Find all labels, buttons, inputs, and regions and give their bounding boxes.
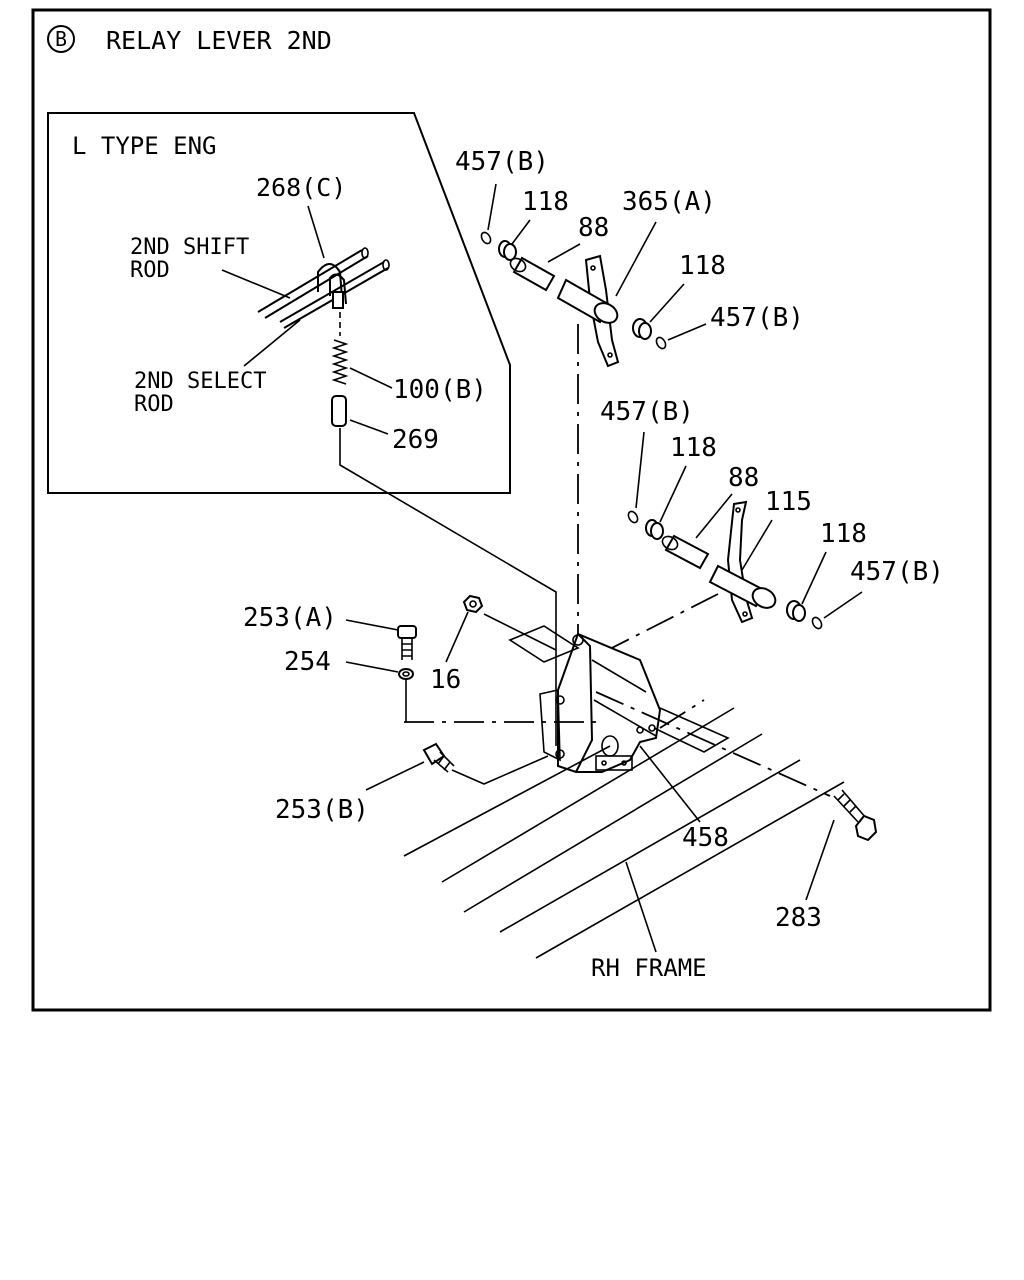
bolt-253a (397, 625, 417, 660)
label-upper-88: 88 (578, 213, 609, 243)
leader-365a (615, 221, 657, 297)
leader-100b (349, 367, 393, 389)
diagram-title: RELAY LEVER 2ND (106, 26, 332, 55)
leader-283 (805, 819, 835, 901)
leader-254 (345, 661, 399, 673)
label-16: 16 (430, 665, 461, 695)
label-2nd-shift: 2ND SHIFT (130, 235, 249, 260)
label-2nd-select: 2ND SELECT (134, 369, 266, 394)
leader-16 (445, 611, 469, 663)
label-upper-118-right: 118 (679, 251, 726, 281)
nut-16-axis-line (483, 613, 557, 651)
mount-plate-lower (653, 707, 730, 753)
label-upper-118-left: 118 (522, 187, 569, 217)
diagram-border (31, 8, 992, 1012)
leader-upper-88 (547, 243, 581, 263)
leader-upper-457b-right (667, 323, 707, 341)
lower-circlip-right (811, 616, 823, 630)
section-marker-letter: B (55, 27, 67, 51)
label-lower-118-right: 118 (820, 519, 867, 549)
inset-box (47, 112, 511, 494)
label-lower-457b-right: 457(B) (850, 557, 944, 587)
upper-bushing-left (498, 240, 517, 261)
leader-rh-frame (625, 861, 657, 953)
leader-2nd-select-rod (243, 319, 301, 367)
label-458: 458 (682, 823, 729, 853)
label-115: 115 (765, 487, 812, 517)
leader-253b (365, 761, 425, 791)
label-rh-frame: RH FRAME (591, 954, 707, 982)
washer-254 (398, 668, 414, 680)
lower-circlip-left (627, 510, 639, 524)
leader-115 (741, 519, 773, 571)
lower-collar-88 (661, 534, 710, 570)
leader-2nd-shift-rod (221, 269, 291, 299)
label-upper-457b-right: 457(B) (710, 303, 804, 333)
label-253a: 253(A) (243, 603, 337, 633)
bolt-283-centerline (595, 691, 831, 797)
label-365a: 365(A) (622, 187, 716, 217)
inset-title: L TYPE ENG (72, 132, 217, 160)
leader-upper-457b-left (487, 183, 497, 231)
mount-plate-upper (508, 625, 580, 663)
label-2nd-shift-rod: ROD (130, 258, 170, 283)
leader-lower-118-right (801, 551, 827, 605)
label-lower-118-left: 118 (670, 433, 717, 463)
shift-rods (257, 247, 390, 329)
upper-bushing-right (632, 318, 652, 340)
label-283: 283 (775, 903, 822, 933)
label-253b: 253(B) (275, 795, 369, 825)
label-269: 269 (392, 425, 439, 455)
leader-268c (307, 205, 325, 259)
leader-458 (639, 745, 701, 823)
leader-upper-118-right (649, 283, 685, 323)
bracket-458 (539, 632, 662, 773)
bolt-253b (422, 742, 549, 785)
label-2nd-select-rod: ROD (134, 392, 174, 417)
label-268c: 268(C) (256, 173, 346, 202)
lower-bushing-right (786, 600, 806, 622)
bolt-283 (833, 789, 878, 842)
relay-lever-365a (556, 254, 620, 368)
upper-circlip-right (655, 336, 667, 350)
upper-collar-88 (509, 256, 556, 292)
leader-253a (345, 619, 399, 631)
upper-circlip-left (480, 231, 492, 245)
rh-frame (403, 699, 845, 959)
label-lower-88: 88 (728, 463, 759, 493)
leader-lower-457b-right (823, 591, 863, 619)
lower-lever-centerline (599, 593, 719, 655)
spring-100b (331, 312, 349, 385)
relay-lever-115 (708, 500, 777, 624)
label-lower-457b-left: 457(B) (600, 397, 694, 427)
label-upper-457b-left: 457(B) (455, 147, 549, 177)
lower-bushing-left (645, 519, 664, 540)
leader-lower-88 (695, 493, 733, 539)
label-254: 254 (284, 647, 331, 677)
pin-269 (331, 395, 347, 427)
connector-269-to-bracket (339, 428, 557, 746)
nut-16 (462, 594, 484, 614)
leader-upper-118-left (511, 219, 531, 245)
section-marker: B (47, 25, 75, 53)
leader-lower-457b-left (635, 431, 645, 509)
leader-269 (349, 419, 389, 435)
label-100b: 100(B) (393, 375, 487, 405)
leader-lower-118-left (659, 465, 687, 523)
